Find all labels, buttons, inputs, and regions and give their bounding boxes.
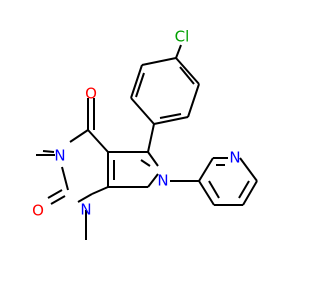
- pyrrole-inner-bond: [140, 159, 151, 167]
- chlorophenyl-bond-3: [153, 116, 189, 125]
- chlorophenyl-bond-1: [175, 57, 200, 85]
- pyrrole-nitrogen-label: N: [157, 172, 168, 190]
- top-oxygen-label: O: [85, 85, 97, 103]
- chlorophenyl-inner-bond-1: [179, 66, 195, 85]
- chlorophenyl-inner-bond-3: [135, 72, 145, 98]
- pyrrole-bond-4: [147, 173, 159, 188]
- pyridine-nitrogen-label: N: [229, 149, 240, 167]
- chlorophenyl-bond-4: [130, 97, 155, 125]
- chlorine-bond: [175, 44, 182, 59]
- pyridine-bond-6: [198, 180, 215, 206]
- chlorophenyl-inner-bond-2: [159, 113, 182, 119]
- pyrimidine-bond-2: [69, 129, 89, 143]
- pyridine-bond-3: [239, 157, 258, 182]
- atom-label-layer: Cl O N O N N N: [32, 28, 241, 220]
- upper-nitrogen-label: N: [54, 147, 65, 165]
- chlorophenyl-bond-6: [141, 57, 177, 66]
- pyrimidine-bond-4: [77, 193, 93, 203]
- pyrimidine-bond-5: [91, 186, 109, 195]
- left-oxygen-label: O: [32, 202, 44, 220]
- lower-nitrogen-label: N: [80, 201, 91, 219]
- pyrimidine-bond-6: [42, 150, 55, 153]
- bond-layer: [36, 44, 258, 240]
- pyridine-inner-bond-3: [208, 180, 220, 199]
- pyridine-bond-4: [242, 180, 258, 206]
- aryl-to-pyrrole-bond: [147, 123, 155, 153]
- pyrrole-bond-5: [147, 151, 159, 167]
- molecule-structure: Cl O N O N N N: [32, 28, 258, 240]
- chlorophenyl-bond-2: [187, 83, 200, 118]
- chlorophenyl-bond-5: [130, 64, 143, 99]
- chlorine-label: Cl: [175, 28, 190, 46]
- pyridine-bond-1: [198, 157, 214, 182]
- carbonyl-left-bond-2: [50, 195, 66, 205]
- pyridine-inner-bond-2: [238, 180, 250, 199]
- pyrimidine-bond-3: [61, 166, 69, 191]
- molecule-canvas: Cl O N O N N N: [32, 27, 258, 240]
- carbonyl-left-bond-1: [47, 189, 63, 199]
- pyrimidine-bond-1: [87, 129, 109, 153]
